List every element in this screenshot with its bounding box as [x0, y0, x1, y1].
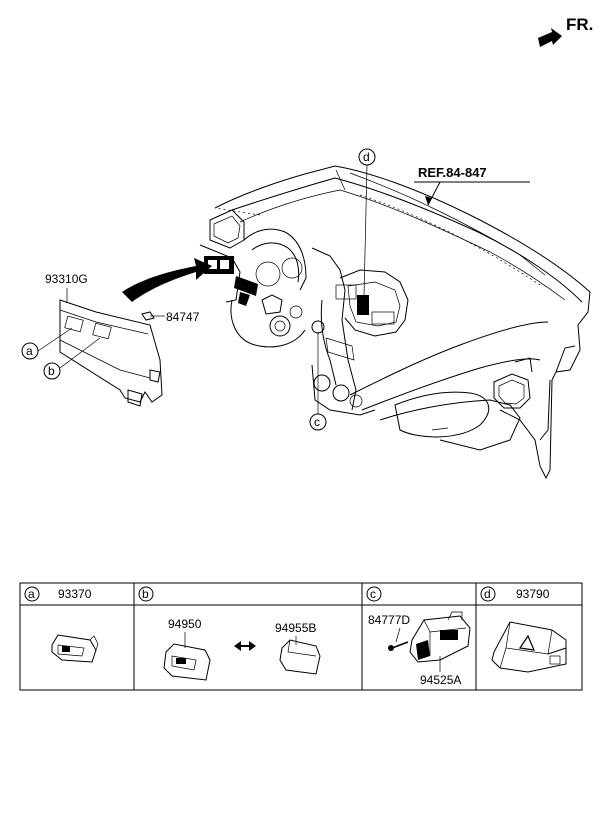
cell-d-part-93790: 93790	[516, 587, 550, 601]
part-label-84747: 84747	[166, 310, 200, 324]
callout-d: d	[363, 150, 370, 164]
removal-direction-arrow-icon	[122, 258, 212, 302]
switch-94950-illustration	[163, 643, 211, 681]
interchange-arrow-icon	[234, 641, 256, 651]
callout-b: b	[48, 364, 55, 378]
front-label: FR.	[566, 15, 593, 34]
callout-a: a	[26, 344, 33, 358]
cell-a-part-93370: 93370	[58, 587, 92, 601]
parts-table: a 93370 b 94950 94955B	[19, 582, 583, 691]
table-cell-c: c 84777D 94525A	[366, 586, 471, 687]
part-label-93310G: 93310G	[45, 272, 88, 286]
screw-84777D-illustration	[388, 641, 409, 651]
table-cell-b: b 94950 94955B	[138, 586, 321, 681]
blank-cover-94955B-illustration	[279, 639, 321, 675]
reference-label: REF.84-847	[418, 165, 487, 180]
callout-c: c	[314, 415, 320, 429]
cell-b-part-94955B: 94955B	[275, 621, 316, 635]
table-cell-d: d 93790	[480, 586, 567, 673]
switch-93370-illustration	[51, 634, 99, 663]
crash-pad-switch-assembly	[59, 299, 163, 407]
clip-part	[141, 311, 155, 321]
front-arrow-icon	[538, 28, 562, 47]
switch-94525A-illustration	[409, 611, 471, 663]
cell-a-letter: a	[28, 587, 35, 601]
reference-label-group: REF.84-847	[414, 165, 530, 206]
cell-c-letter: c	[370, 587, 376, 601]
hazard-switch-93790-illustration	[491, 621, 567, 673]
dashboard-assembly	[199, 165, 591, 480]
front-direction-indicator: FR.	[538, 15, 593, 47]
cell-b-part-94950: 94950	[168, 617, 202, 631]
cell-d-letter: d	[484, 587, 491, 601]
hazard-triangle-icon	[518, 634, 535, 651]
cell-b-letter: b	[142, 587, 149, 601]
table-cell-a: a 93370	[24, 586, 99, 663]
cell-c-part-94525A: 94525A	[420, 673, 461, 687]
cell-c-part-84777D: 84777D	[368, 613, 410, 627]
